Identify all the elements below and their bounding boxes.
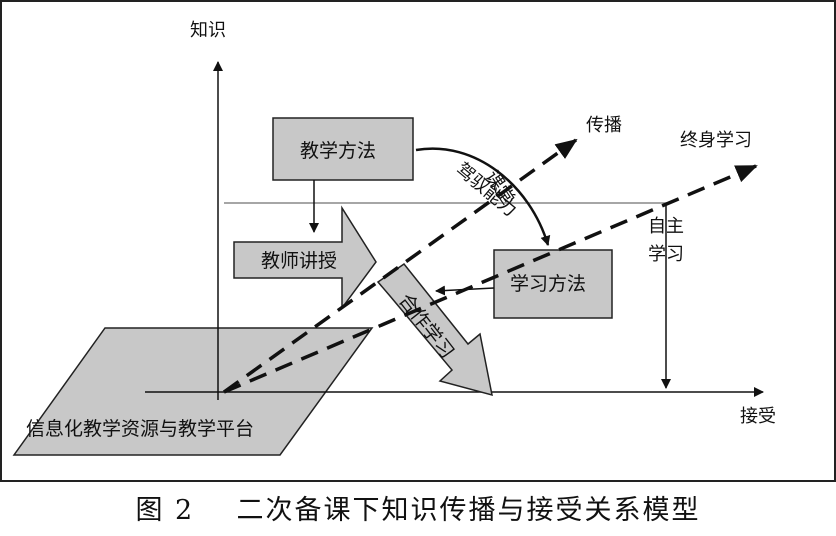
caption-title: 二次备课下知识传播与接受关系模型	[236, 495, 701, 526]
learning-method-label: 学习方法	[510, 273, 586, 295]
teacher-lecture-label: 教师讲授	[261, 250, 337, 272]
independent-learning-label-1: 自主	[648, 216, 684, 237]
learning-method-box	[493, 249, 613, 319]
lifelong-learning-dashed-line	[223, 164, 758, 394]
dissemination-dashed-line	[222, 138, 578, 394]
teaching-method-label: 教学方法	[300, 140, 376, 162]
cooperative-learning-arrow	[376, 262, 493, 397]
platform-label: 信息化教学资源与教学平台	[26, 418, 254, 440]
teacher-lecture-arrow	[233, 205, 377, 311]
course-ability-curve	[415, 147, 551, 246]
vertical-axis-label: 知识	[190, 20, 226, 41]
figure-caption: 图 2 二次备课下知识传播与接受关系模型	[0, 488, 836, 527]
independent-learning-label-2: 学习	[648, 244, 684, 265]
teaching-method-box	[272, 117, 414, 181]
diagram-frame	[0, 0, 836, 482]
dissemination-label: 传播	[586, 115, 622, 136]
caption-number: 图 2	[135, 495, 195, 526]
lifelong-learning-label: 终身学习	[680, 130, 752, 151]
horizontal-axis-label: 接受	[740, 406, 776, 427]
